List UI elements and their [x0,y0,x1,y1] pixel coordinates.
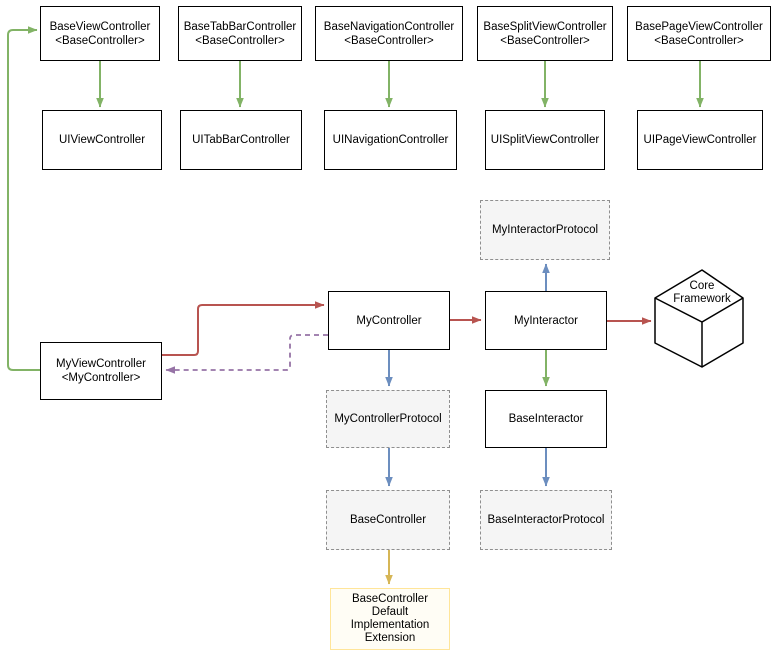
node-base-navigation-controller: BaseNavigationController <BaseController… [315,6,463,61]
node-ui-navigation-controller: UINavigationController [324,110,457,170]
node-ui-split-view-controller: UISplitViewController [485,110,605,170]
core-framework-label: Core Framework [673,280,731,305]
core-framework-cube [654,269,744,368]
node-my-view-controller: MyViewController <MyController> [40,342,162,400]
node-my-controller-protocol: MyControllerProtocol [326,390,450,448]
node-base-page-view-controller: BasePageViewController <BaseController> [627,6,771,61]
node-my-interactor: MyInteractor [485,291,607,350]
edge-myviewcontroller-to-baseviewcontroller [7,26,40,371]
node-base-controller-extension: BaseController Default Implementation Ex… [330,588,450,650]
node-ui-page-view-controller: UIPageViewController [637,110,763,170]
node-base-view-controller: BaseViewController <BaseController> [40,6,160,61]
node-base-interactor: BaseInteractor [485,390,607,448]
node-my-interactor-protocol: MyInteractorProtocol [480,200,610,260]
node-my-controller: MyController [328,291,450,350]
node-base-controller: BaseController [326,490,450,550]
node-base-split-view-controller: BaseSplitViewController <BaseController> [477,6,613,61]
node-base-interactor-protocol: BaseInteractorProtocol [480,490,612,550]
edge-myviewcontroller-to-mycontroller [162,301,325,356]
node-base-tab-bar-controller: BaseTabBarController <BaseController> [178,6,302,61]
node-ui-view-controller: UIViewController [42,110,162,170]
edge-mycontroller-to-myviewcontroller-dashed [165,334,328,374]
node-ui-tab-bar-controller: UITabBarController [180,110,302,170]
